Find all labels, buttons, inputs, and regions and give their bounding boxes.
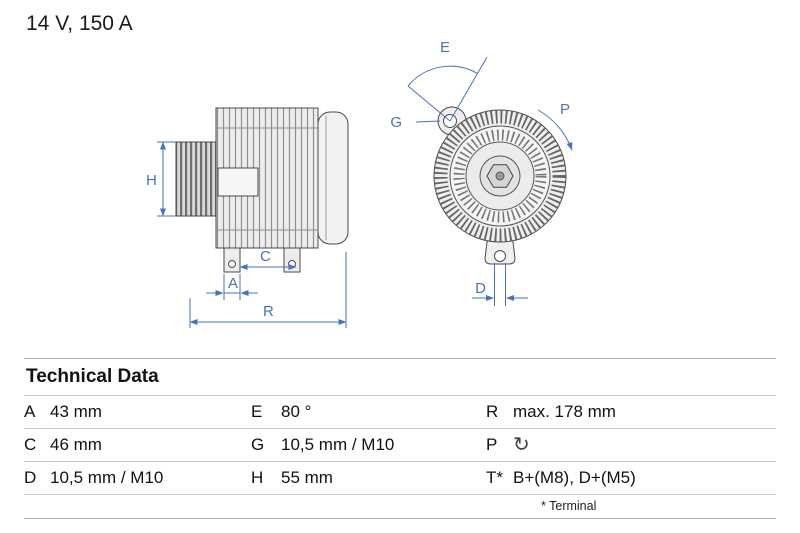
technical-data-section: Technical Data A 43 mm E 80 ° R max. 178…	[0, 358, 800, 519]
spec-key: T*	[486, 461, 513, 495]
spec-value: ↻	[513, 428, 776, 462]
spec-value: 10,5 mm / M10	[50, 461, 251, 495]
spec-value: 46 mm	[50, 428, 251, 462]
spec-key: C	[24, 428, 50, 462]
dim-label-a: A	[228, 275, 238, 292]
spec-value: max. 178 mm	[513, 395, 776, 429]
spec-key: A	[24, 395, 50, 429]
spec-key: G	[251, 428, 281, 462]
dim-label-g: G	[390, 114, 402, 131]
table-row: A 43 mm E 80 ° R max. 178 mm	[24, 395, 776, 429]
spec-value: 43 mm	[50, 395, 251, 429]
dim-label-e: E	[440, 39, 450, 56]
side-view	[175, 107, 349, 273]
side-view-dimensions	[157, 141, 347, 328]
spec-key: H	[251, 461, 281, 495]
spec-key: R	[486, 395, 513, 429]
dim-label-r: R	[263, 303, 274, 320]
table-row: C 46 mm G 10,5 mm / M10 P ↻	[24, 428, 776, 462]
dim-label-c: C	[260, 248, 271, 265]
page-title: 14 V, 150 A	[26, 12, 133, 35]
alternator-drawing: H A C R	[146, 39, 573, 328]
spec-table: A 43 mm E 80 ° R max. 178 mm C 46 mm G 1…	[24, 395, 776, 495]
technical-data-heading: Technical Data	[26, 366, 159, 387]
dim-label-h: H	[146, 172, 157, 189]
spec-value: 10,5 mm / M10	[281, 428, 486, 462]
front-view	[433, 106, 567, 265]
spec-key: P	[486, 428, 513, 462]
top-divider	[24, 358, 776, 359]
rotation-icon: ↻	[513, 433, 530, 456]
spec-key: D	[24, 461, 50, 495]
dim-label-p: P	[560, 101, 570, 118]
spec-value: 80 °	[281, 395, 486, 429]
spec-value: B+(M8), D+(M5)	[513, 461, 776, 495]
front-view-dimensions	[407, 56, 573, 306]
table-row: D 10,5 mm / M10 H 55 mm T* B+(M8), D+(M5…	[24, 461, 776, 495]
bottom-divider	[24, 518, 776, 519]
terminal-footnote: * Terminal	[541, 499, 597, 513]
technical-drawing: H A C R	[0, 30, 800, 360]
spec-key: E	[251, 395, 281, 429]
dim-label-d: D	[475, 280, 486, 297]
spec-value: 55 mm	[281, 461, 486, 495]
